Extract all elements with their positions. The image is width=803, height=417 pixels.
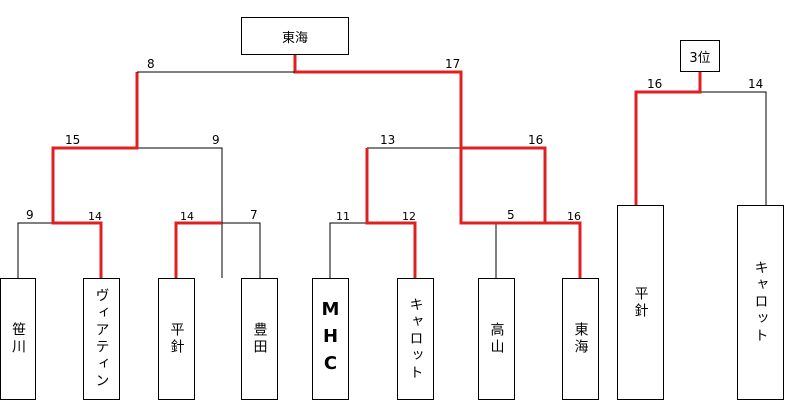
third-place-title: 3位 (689, 50, 711, 66)
score-final-left: 8 (147, 57, 155, 71)
champion-label: 東海 (281, 30, 308, 46)
score-r1-4-a: 5 (507, 208, 515, 222)
score-third-b: 14 (748, 77, 764, 91)
score-r1-3-b: 12 (402, 210, 416, 223)
score-r1-4-b: 16 (567, 210, 581, 223)
score-final-right: 17 (445, 57, 461, 71)
third-place-box-hirabari: 平針 (617, 205, 664, 400)
score-r1-2-a: 14 (180, 210, 194, 223)
score-r1-2-b: 7 (250, 208, 258, 222)
team-name: キャロット (752, 260, 769, 345)
score-semi-left-b: 9 (212, 133, 220, 147)
score-r1-1-b: 14 (88, 210, 102, 223)
team-box-mhc: MHC (312, 278, 349, 400)
team-name: 東海 (572, 322, 589, 356)
score-r1-3-a: 11 (336, 210, 350, 223)
team-box-carrot: キャロット (397, 278, 434, 400)
winner-lines (51, 55, 702, 278)
team-box-toyota: 豊田 (241, 278, 278, 400)
team-name: MHC (320, 298, 341, 380)
team-box-takayama: 高山 (478, 278, 515, 400)
team-name: 平針 (168, 322, 185, 356)
third-place-title-box: 3位 (680, 40, 720, 72)
team-name: 豊田 (251, 322, 268, 356)
score-third-a: 16 (647, 77, 663, 91)
team-name: キャロット (407, 296, 424, 382)
team-box-tokai: 東海 (562, 278, 599, 400)
score-semi-right-b: 16 (528, 133, 544, 147)
team-box-hirabari: 平針 (158, 278, 195, 400)
team-name: 高山 (488, 322, 505, 356)
team-name: 笹川 (10, 322, 26, 356)
team-name: 平針 (632, 285, 649, 320)
champion-box: 東海 (241, 17, 349, 55)
team-name: ヴィアティン (93, 288, 110, 390)
team-box-sasagawa: 笹川 (0, 278, 36, 400)
score-r1-1-a: 9 (26, 208, 34, 222)
score-semi-right-a: 13 (380, 133, 396, 147)
third-place-box-carrot: キャロット (737, 205, 784, 400)
score-semi-left-a: 15 (65, 133, 81, 147)
team-box-viatin: ヴィアティン (83, 278, 120, 400)
